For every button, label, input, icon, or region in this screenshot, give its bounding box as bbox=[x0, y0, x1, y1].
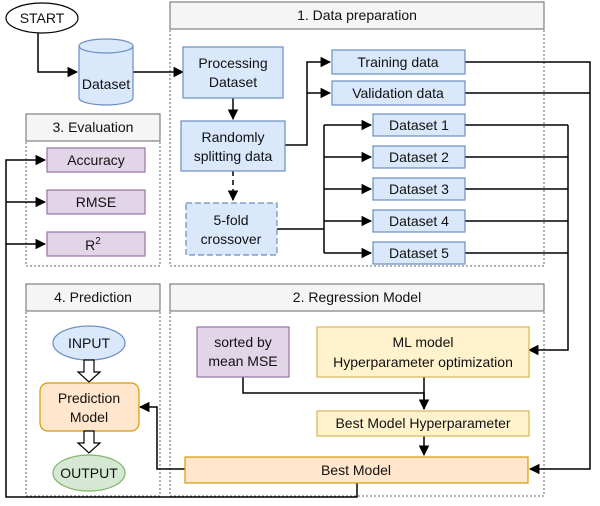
regression-model-title: 2. Regression Model bbox=[293, 289, 421, 305]
processing-dataset-box: Processing Dataset bbox=[182, 46, 284, 99]
fold-4-label: Dataset 4 bbox=[389, 213, 449, 229]
random-split-box: Randomly splitting data bbox=[180, 120, 286, 172]
arrow-best-model-to-prediction bbox=[138, 401, 185, 470]
validation-data-label: Validation data bbox=[352, 85, 444, 101]
crossover-label-line2: crossover bbox=[201, 231, 262, 247]
fold-dataset-2: Dataset 2 bbox=[372, 145, 466, 169]
arrow-splitting-to-training bbox=[285, 56, 332, 146]
sorted-by-mse-box: sorted by mean MSE bbox=[196, 326, 290, 378]
training-data-box: Training data bbox=[331, 49, 466, 75]
start-label: START bbox=[20, 10, 65, 26]
data-preparation-header: 1. Data preparation bbox=[169, 1, 545, 30]
validation-data-box: Validation data bbox=[331, 80, 466, 106]
fold-dataset-1: Dataset 1 bbox=[372, 113, 466, 137]
best-model-box: Best Model bbox=[184, 456, 529, 484]
r-squared-exponent: 2 bbox=[95, 236, 101, 247]
processing-label-line1: Processing bbox=[198, 55, 267, 71]
data-preparation-section bbox=[169, 27, 545, 267]
regression-model-header: 2. Regression Model bbox=[169, 283, 545, 312]
accuracy-box: Accuracy bbox=[46, 147, 146, 173]
arrow-sorted-to-best-hyper bbox=[242, 377, 430, 411]
evaluation-section bbox=[25, 139, 161, 267]
fold-2-label: Dataset 2 bbox=[389, 149, 449, 165]
best-hyper-label: Best Model Hyperparameter bbox=[335, 415, 510, 431]
arrow-start-to-dataset bbox=[37, 33, 79, 78]
fold-dataset-3: Dataset 3 bbox=[372, 177, 466, 201]
r-squared-label: R2 bbox=[85, 236, 101, 253]
input-label: INPUT bbox=[68, 335, 110, 351]
processing-label-line2: Dataset bbox=[209, 74, 257, 90]
rmse-label: RMSE bbox=[76, 194, 116, 210]
dataset-label: Dataset bbox=[82, 76, 130, 92]
connectors bbox=[5, 33, 591, 498]
fold-5-label: Dataset 5 bbox=[389, 245, 449, 261]
evaluation-title: 3. Evaluation bbox=[53, 119, 134, 135]
folds-out-lines bbox=[465, 124, 568, 254]
evaluation-header: 3. Evaluation bbox=[25, 113, 161, 142]
ml-model-label-line2: Hyperparameter optimization bbox=[333, 354, 513, 370]
output-node: OUTPUT bbox=[52, 454, 126, 492]
split-label-line1: Randomly bbox=[201, 129, 264, 145]
ml-model-box: ML model Hyperparameter optimization bbox=[316, 326, 530, 378]
sorted-label-line2: mean MSE bbox=[208, 353, 277, 369]
fold-dataset-4: Dataset 4 bbox=[372, 209, 466, 233]
fold-3-label: Dataset 3 bbox=[389, 181, 449, 197]
crossover-label-line1: 5-fold bbox=[213, 212, 248, 228]
input-node: INPUT bbox=[52, 325, 126, 361]
prediction-model-line2: Model bbox=[70, 409, 108, 425]
data-preparation-title: 1. Data preparation bbox=[297, 7, 417, 23]
r-squared-box: R2 bbox=[46, 231, 146, 257]
ml-model-label-line1: ML model bbox=[393, 334, 454, 350]
arrow-best-model-to-evaluation bbox=[5, 154, 358, 498]
start-node: START bbox=[5, 2, 79, 34]
best-model-hyperparameter-box: Best Model Hyperparameter bbox=[316, 410, 530, 437]
hollow-arrow-model-to-output bbox=[76, 430, 102, 454]
dataset-cylinder: Dataset bbox=[78, 38, 134, 106]
output-label: OUTPUT bbox=[60, 465, 118, 481]
prediction-header: 4. Prediction bbox=[25, 283, 161, 312]
arrow-folds-to-ml-model bbox=[527, 125, 569, 356]
r-squared-base: R bbox=[85, 237, 95, 253]
fold-1-label: Dataset 1 bbox=[389, 117, 449, 133]
prediction-title: 4. Prediction bbox=[54, 289, 132, 305]
best-model-label: Best Model bbox=[321, 462, 391, 478]
prediction-model-line1: Prediction bbox=[58, 390, 120, 406]
training-data-label: Training data bbox=[357, 54, 438, 70]
arrow-training-to-best-model bbox=[465, 61, 591, 475]
hollow-arrow-input-to-model bbox=[76, 359, 102, 383]
split-label-line2: splitting data bbox=[194, 148, 273, 164]
rmse-box: RMSE bbox=[46, 189, 146, 215]
prediction-model-box: Prediction Model bbox=[39, 382, 140, 432]
accuracy-label: Accuracy bbox=[67, 152, 125, 168]
crossover-box: 5-fold crossover bbox=[185, 202, 278, 256]
fold-dataset-5: Dataset 5 bbox=[372, 241, 466, 265]
sorted-label-line1: sorted by bbox=[214, 334, 272, 350]
